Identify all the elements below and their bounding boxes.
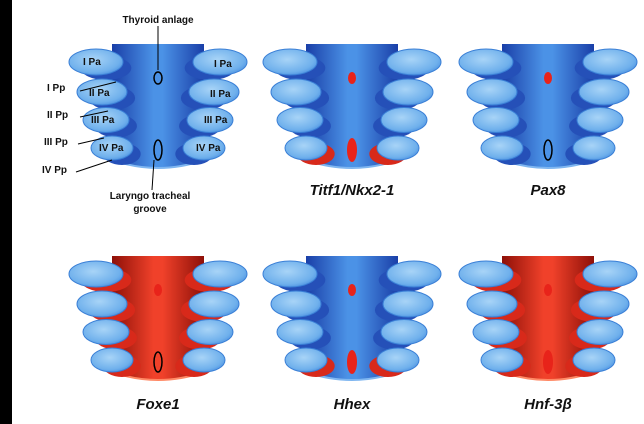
pharyngeal-arch <box>285 348 327 372</box>
pharyngeal-arch <box>573 136 615 160</box>
pharyngeal-arch <box>381 320 427 345</box>
arch-label-left-3: III Pa <box>91 115 114 126</box>
arch-label-left-1: I Pa <box>83 57 101 68</box>
pouch-label-2: II Pp <box>47 110 68 121</box>
pouch-label-3: III Pp <box>44 137 68 148</box>
caption-hhex: Hhex <box>334 396 371 413</box>
thyroid-anlage-marker <box>544 284 552 296</box>
pharyngeal-arch <box>381 108 427 133</box>
pharyngeal-arch <box>583 261 637 287</box>
pharyngeal-arch <box>573 348 615 372</box>
pharyngeal-arch <box>577 108 623 133</box>
pharyngeal-arch <box>271 291 321 317</box>
annotation-leader-line <box>76 160 112 172</box>
pharyngeal-arch <box>77 291 127 317</box>
laryngo-tracheal-label: Laryngo tracheal <box>110 191 191 202</box>
pharyngeal-panel <box>263 44 441 168</box>
pharyngeal-arch <box>473 320 519 345</box>
pharyngeal-panel <box>263 256 441 380</box>
pharyngeal-arch <box>467 79 517 105</box>
pharyngeal-arch <box>387 49 441 75</box>
pharyngeal-arch <box>263 49 317 75</box>
caption-pax8: Pax8 <box>530 182 565 199</box>
pharyngeal-arch <box>467 291 517 317</box>
caption-hnf3b: Hnf-3β <box>524 396 572 413</box>
pharyngeal-panel <box>69 256 247 380</box>
pharyngeal-arch <box>91 348 133 372</box>
arch-label-right-1: I Pa <box>214 59 232 70</box>
arch-label-left-2: II Pa <box>89 88 110 99</box>
laryngotracheal-groove-marker <box>543 350 553 374</box>
pharyngeal-arch <box>193 261 247 287</box>
laryngotracheal-groove-marker <box>347 350 357 374</box>
pharyngeal-arch <box>377 136 419 160</box>
thyroid-anlage-label: Thyroid anlage <box>122 15 193 26</box>
pharyngeal-arch <box>187 320 233 345</box>
pharyngeal-arch <box>579 79 629 105</box>
pharyngeal-panel <box>459 44 637 168</box>
pharyngeal-arch <box>285 136 327 160</box>
pharyngeal-arch <box>383 79 433 105</box>
pharyngeal-arch <box>481 348 523 372</box>
pharyngeal-panel <box>69 26 247 190</box>
pharyngeal-arch <box>579 291 629 317</box>
groove-label: groove <box>133 204 166 215</box>
pharyngeal-arch <box>577 320 623 345</box>
pharyngeal-arch <box>263 261 317 287</box>
pharyngeal-arch <box>83 320 129 345</box>
arch-label-left-4: IV Pa <box>99 143 123 154</box>
thyroid-anlage-marker <box>348 284 356 296</box>
pharyngeal-arch <box>189 291 239 317</box>
pouch-label-4: IV Pp <box>42 165 67 176</box>
pharyngeal-arch <box>387 261 441 287</box>
pharyngeal-arch <box>481 136 523 160</box>
pharyngeal-arch <box>583 49 637 75</box>
pharyngeal-arch <box>459 261 513 287</box>
thyroid-anlage-marker <box>348 72 356 84</box>
pouch-label-1: I Pp <box>47 83 65 94</box>
thyroid-anlage-marker <box>154 284 162 296</box>
arch-label-right-4: IV Pa <box>196 143 220 154</box>
pharyngeal-panel <box>459 256 637 380</box>
pharyngeal-arch <box>277 108 323 133</box>
arch-label-right-3: III Pa <box>204 115 227 126</box>
caption-titf1: Titf1/Nkx2-1 <box>310 182 395 199</box>
arch-label-right-2: II Pa <box>210 89 231 100</box>
thyroid-anlage-marker <box>544 72 552 84</box>
pharyngeal-arch <box>277 320 323 345</box>
pharyngeal-arch <box>69 261 123 287</box>
caption-foxe1: Foxe1 <box>136 396 179 413</box>
pharyngeal-arch <box>377 348 419 372</box>
pharyngeal-arch <box>473 108 519 133</box>
pharyngeal-arch <box>271 79 321 105</box>
pharyngeal-arch <box>183 348 225 372</box>
laryngotracheal-groove-marker <box>347 138 357 162</box>
pharyngeal-arch <box>459 49 513 75</box>
pharyngeal-arch <box>383 291 433 317</box>
